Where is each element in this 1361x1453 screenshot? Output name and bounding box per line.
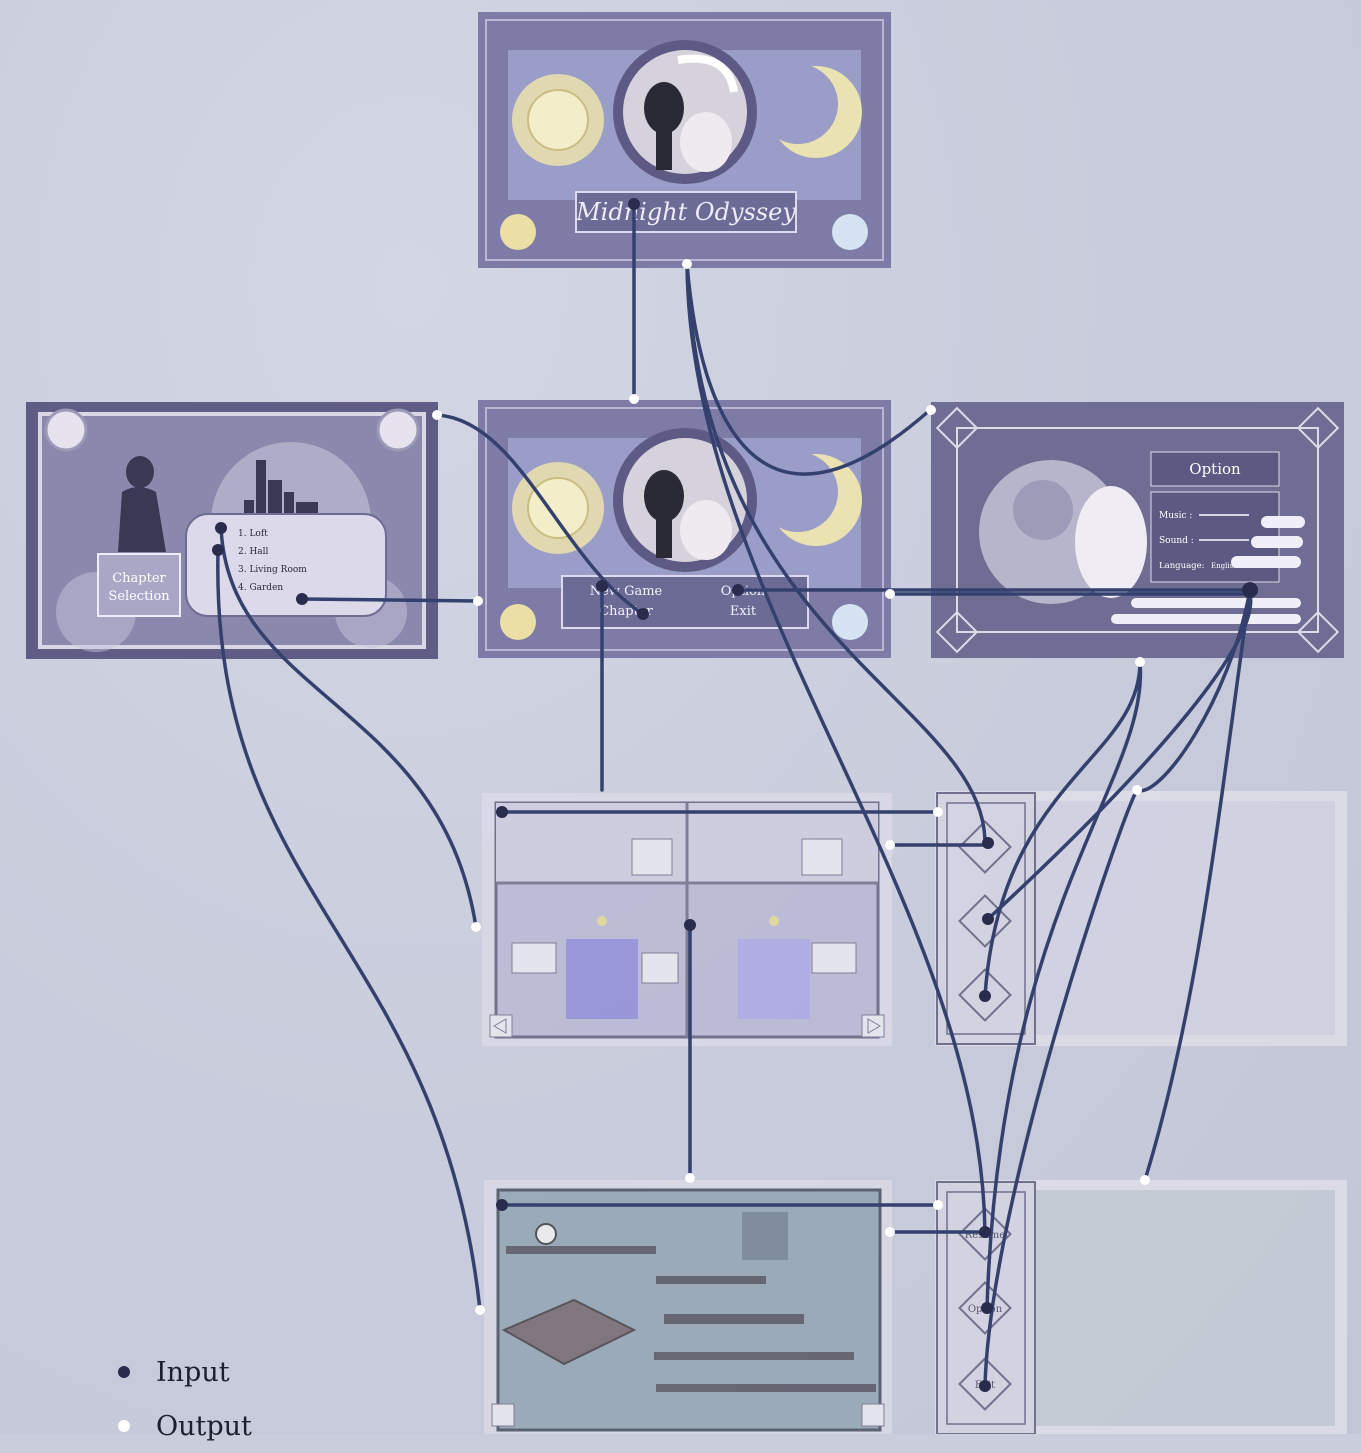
legend-label-input: Input bbox=[156, 1357, 230, 1388]
output-port[interactable] bbox=[933, 1200, 943, 1210]
wire-exit-to-hall-pause bbox=[985, 790, 1137, 1386]
input-port[interactable] bbox=[979, 1226, 991, 1238]
wire-chapter-to-menu bbox=[302, 599, 478, 601]
wire-chapter-to-hall bbox=[218, 550, 480, 1310]
input-port[interactable] bbox=[596, 580, 608, 592]
output-port[interactable] bbox=[629, 394, 639, 404]
output-port[interactable] bbox=[1140, 1175, 1150, 1185]
input-dot-icon bbox=[118, 1366, 130, 1378]
output-port[interactable] bbox=[685, 1173, 695, 1183]
output-port[interactable] bbox=[885, 1227, 895, 1237]
wire-chapter-to-loft bbox=[221, 528, 476, 927]
input-port[interactable] bbox=[215, 522, 227, 534]
input-port[interactable] bbox=[637, 608, 649, 620]
input-port[interactable] bbox=[496, 806, 508, 818]
input-port[interactable] bbox=[496, 1199, 508, 1211]
output-port[interactable] bbox=[682, 259, 692, 269]
output-dot-icon bbox=[118, 1420, 130, 1432]
wire-exit-to-loft-pause bbox=[985, 662, 1140, 996]
legend-item-input: Input bbox=[118, 1345, 252, 1399]
output-port[interactable] bbox=[473, 596, 483, 606]
output-port[interactable] bbox=[885, 840, 895, 850]
wire-options-return bbox=[1137, 590, 1250, 791]
output-port[interactable] bbox=[1132, 785, 1142, 795]
output-port[interactable] bbox=[885, 589, 895, 599]
wire-options-to-loft-pause bbox=[890, 594, 1251, 919]
input-port[interactable] bbox=[212, 544, 224, 556]
legend: Input Output bbox=[118, 1345, 252, 1453]
output-port[interactable] bbox=[475, 1305, 485, 1315]
output-port[interactable] bbox=[1135, 657, 1145, 667]
wire-menu-to-chapter bbox=[437, 415, 643, 614]
wire-options-return-hall bbox=[1145, 590, 1250, 1180]
input-port[interactable] bbox=[982, 913, 994, 925]
input-port[interactable] bbox=[684, 919, 696, 931]
input-port[interactable] bbox=[982, 837, 994, 849]
input-port[interactable] bbox=[979, 1380, 991, 1392]
legend-item-output: Output bbox=[118, 1399, 252, 1453]
input-port[interactable] bbox=[732, 584, 744, 596]
output-port[interactable] bbox=[471, 922, 481, 932]
wire-title-to-options bbox=[687, 264, 930, 474]
input-port[interactable] bbox=[628, 198, 640, 210]
input-port[interactable] bbox=[296, 593, 308, 605]
input-port[interactable] bbox=[981, 1302, 993, 1314]
output-port[interactable] bbox=[933, 807, 943, 817]
input-port[interactable] bbox=[1242, 582, 1258, 598]
output-port[interactable] bbox=[432, 410, 442, 420]
legend-label-output: Output bbox=[156, 1411, 252, 1442]
output-port[interactable] bbox=[926, 405, 936, 415]
input-port[interactable] bbox=[979, 990, 991, 1002]
